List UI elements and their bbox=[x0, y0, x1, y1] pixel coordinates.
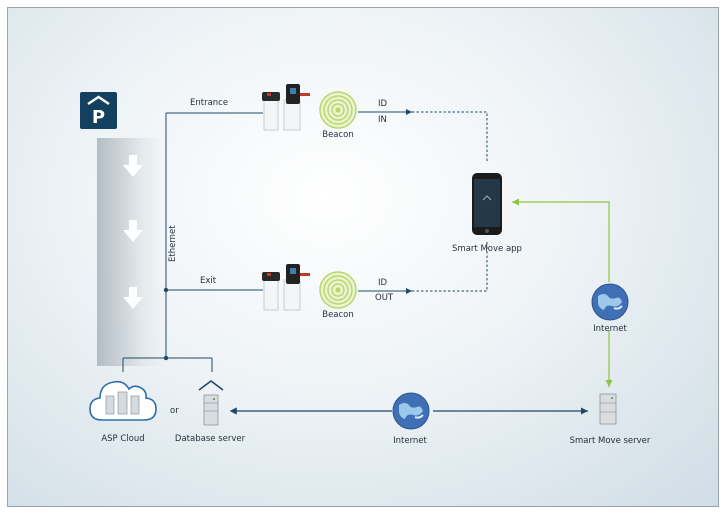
down-arrow-icon bbox=[123, 155, 143, 177]
entrance-label: Entrance bbox=[190, 98, 229, 108]
smart-move-server-label: Smart Move server bbox=[569, 436, 651, 446]
beacon-icon bbox=[319, 91, 357, 129]
or-label: or bbox=[170, 406, 179, 416]
barrier-terminal-icon bbox=[262, 264, 310, 311]
globe-icon bbox=[591, 283, 629, 321]
internet-label-bottom: Internet bbox=[393, 436, 427, 446]
app-internet-link bbox=[512, 198, 610, 282]
dashed-link-top bbox=[412, 111, 488, 163]
cloud-icon bbox=[89, 380, 157, 421]
barrier-terminal-icon bbox=[262, 84, 310, 131]
internet-label-right: Internet bbox=[593, 324, 627, 334]
globe-icon bbox=[392, 392, 430, 430]
ethernet-label: Ethernet bbox=[168, 225, 178, 262]
smartphone-icon bbox=[472, 173, 502, 235]
database-server-label: Database server bbox=[174, 434, 246, 444]
server-icon bbox=[198, 380, 224, 426]
server-icon bbox=[599, 393, 617, 425]
out-label: OUT bbox=[375, 293, 394, 303]
exit-label: Exit bbox=[200, 276, 217, 286]
asp-cloud-label: ASP Cloud bbox=[101, 434, 145, 444]
down-arrow-icon bbox=[123, 220, 143, 242]
in-label: IN bbox=[378, 115, 387, 125]
beacon-icon bbox=[319, 271, 357, 309]
down-arrow-icon bbox=[123, 287, 143, 309]
id-out-label: ID bbox=[378, 278, 388, 288]
parking-ramp bbox=[97, 138, 164, 366]
parking-sign-icon: P bbox=[80, 92, 117, 129]
beacon-label-bottom: Beacon bbox=[322, 310, 354, 320]
id-in-label: ID bbox=[378, 99, 388, 109]
beacon-label-top: Beacon bbox=[322, 130, 354, 140]
dashed-link-bottom bbox=[412, 240, 488, 292]
parking-letter: P bbox=[92, 107, 105, 128]
smart-move-app-label: Smart Move app bbox=[452, 244, 522, 254]
